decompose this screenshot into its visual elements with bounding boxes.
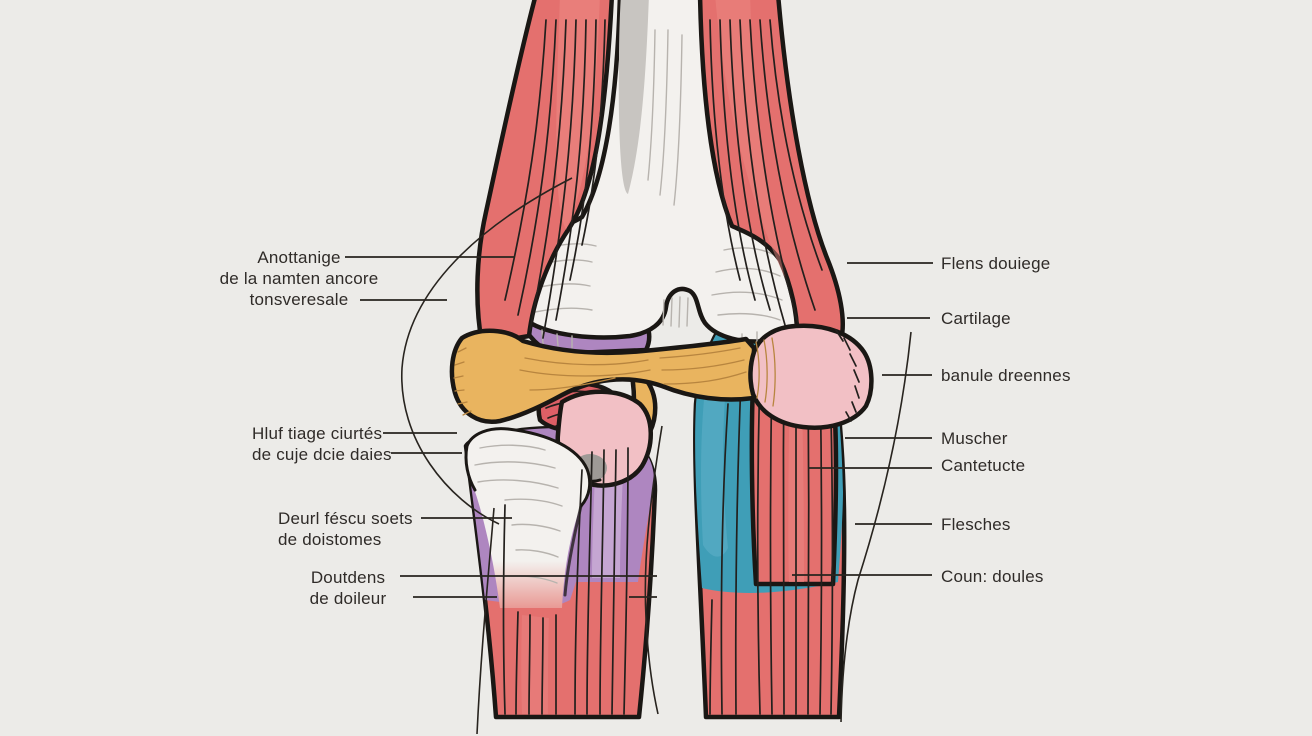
label-line: Anottanige	[257, 248, 341, 267]
label-right-3: banule dreennes	[941, 366, 1071, 385]
left-leg-striations	[502, 447, 629, 715]
label-left-4: Doutdens de doileur	[300, 567, 396, 609]
label-right-1: Flens douiege	[941, 254, 1051, 273]
label-right-2: Cartilage	[941, 309, 1011, 328]
label-left-3: Deurl féscu soets de doistomes	[278, 508, 413, 550]
label-right-4: Muscher	[941, 429, 1008, 448]
label-right-6: Flesches	[941, 515, 1011, 534]
bone-pink-end	[748, 323, 874, 430]
label-line: Doutdens	[310, 568, 386, 587]
tibia-bone	[464, 427, 592, 608]
label-left-1: Anottanige de la namten ancore tonsveres…	[218, 247, 380, 310]
label-right-7: Coun: doules	[941, 567, 1044, 586]
transverse-bone	[449, 328, 757, 425]
femur-shaft-shadow	[618, 0, 649, 194]
label-line: de la namten ancore	[219, 269, 379, 288]
label-right-5: Cantetucte	[941, 456, 1026, 475]
pink-end-hatching	[835, 329, 860, 422]
label-line: de cuje dcie daies	[252, 445, 392, 464]
leader-lines	[345, 256, 933, 598]
label-line: de doistomes	[278, 530, 382, 549]
left-joint-tissue	[520, 298, 658, 488]
label-left-2: Hluf tiage ciurtés de cuje dcie daies	[252, 423, 392, 465]
label-line: de doileur	[309, 589, 387, 608]
sketch-contour-lines	[401, 177, 912, 735]
label-line: Deurl féscu soets	[278, 509, 413, 528]
label-line: tonsveresale	[249, 290, 349, 309]
bone-fiber-texture	[453, 347, 747, 416]
left-upper-muscle	[475, 0, 614, 347]
label-line: Hluf tiage ciurtés	[252, 424, 383, 443]
